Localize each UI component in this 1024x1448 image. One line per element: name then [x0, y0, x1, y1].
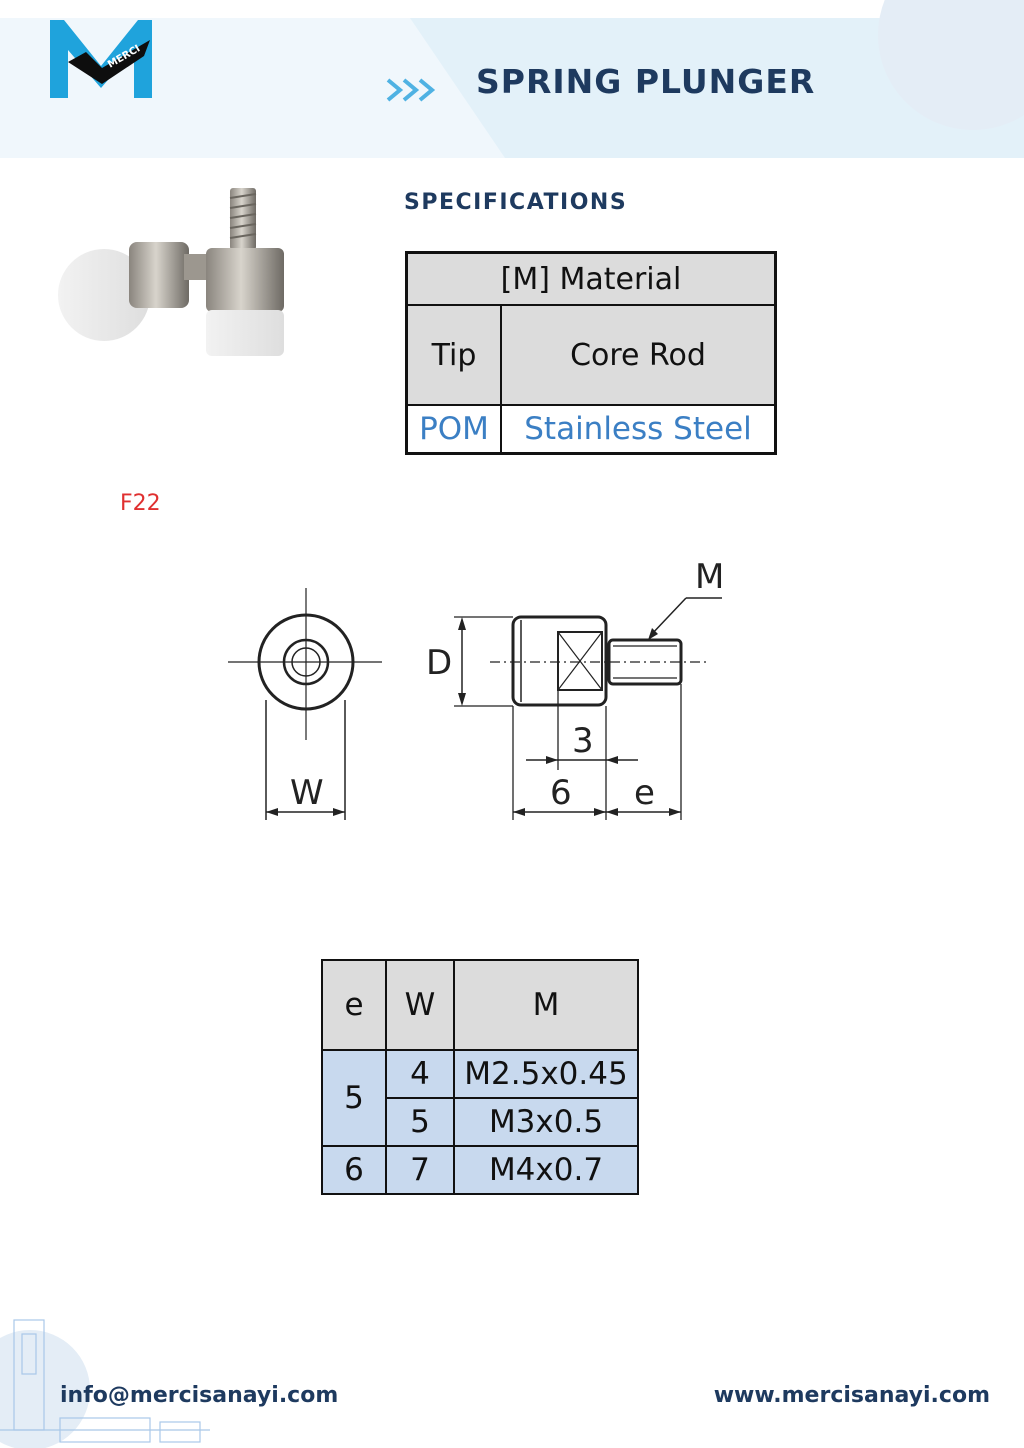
cell-W: 5: [385, 1097, 455, 1147]
label-W: W: [290, 773, 324, 813]
cell-M: M3x0.5: [453, 1097, 639, 1147]
cell-W: 7: [385, 1145, 455, 1195]
label-D: D: [426, 643, 452, 683]
label-M: M: [695, 557, 724, 597]
page-title: SPRING PLUNGER: [476, 62, 816, 101]
core-rod-material: Stainless Steel: [500, 404, 777, 455]
tip-material: POM: [405, 404, 502, 455]
cell-e: 5: [321, 1049, 387, 1147]
chevron-arrows-icon: [386, 78, 436, 102]
specifications-heading: SPECIFICATIONS: [404, 190, 628, 215]
dimensions-table: e W M 5 4 M2.5x0.45 5 M3x0.5 6 7 M4x0.7: [321, 959, 639, 1195]
tip-header: Tip: [405, 304, 502, 406]
product-photo: [58, 188, 284, 356]
header-M: M: [453, 959, 639, 1051]
part-code: F22: [120, 491, 161, 516]
cell-M: M4x0.7: [453, 1145, 639, 1195]
footer-decoration: [0, 1319, 210, 1448]
cell-e: 6: [321, 1145, 387, 1195]
footer-email[interactable]: info@mercisanayi.com: [60, 1383, 339, 1408]
label-e: e: [634, 773, 655, 813]
cell-W: 4: [385, 1049, 455, 1099]
core-rod-header: Core Rod: [500, 304, 777, 406]
cell-M: M2.5x0.45: [453, 1049, 639, 1099]
material-header: [M] Material: [405, 251, 777, 306]
label-3: 3: [572, 721, 594, 761]
merci-logo: MERCI: [50, 20, 152, 98]
footer-website[interactable]: www.mercisanayi.com: [713, 1383, 990, 1408]
label-6: 6: [550, 773, 572, 813]
header-e: e: [321, 959, 387, 1051]
technical-drawing: M D W 3 6 e: [228, 557, 724, 820]
header-W: W: [385, 959, 455, 1051]
material-table: [M] Material Tip Core Rod POM Stainless …: [405, 251, 777, 455]
